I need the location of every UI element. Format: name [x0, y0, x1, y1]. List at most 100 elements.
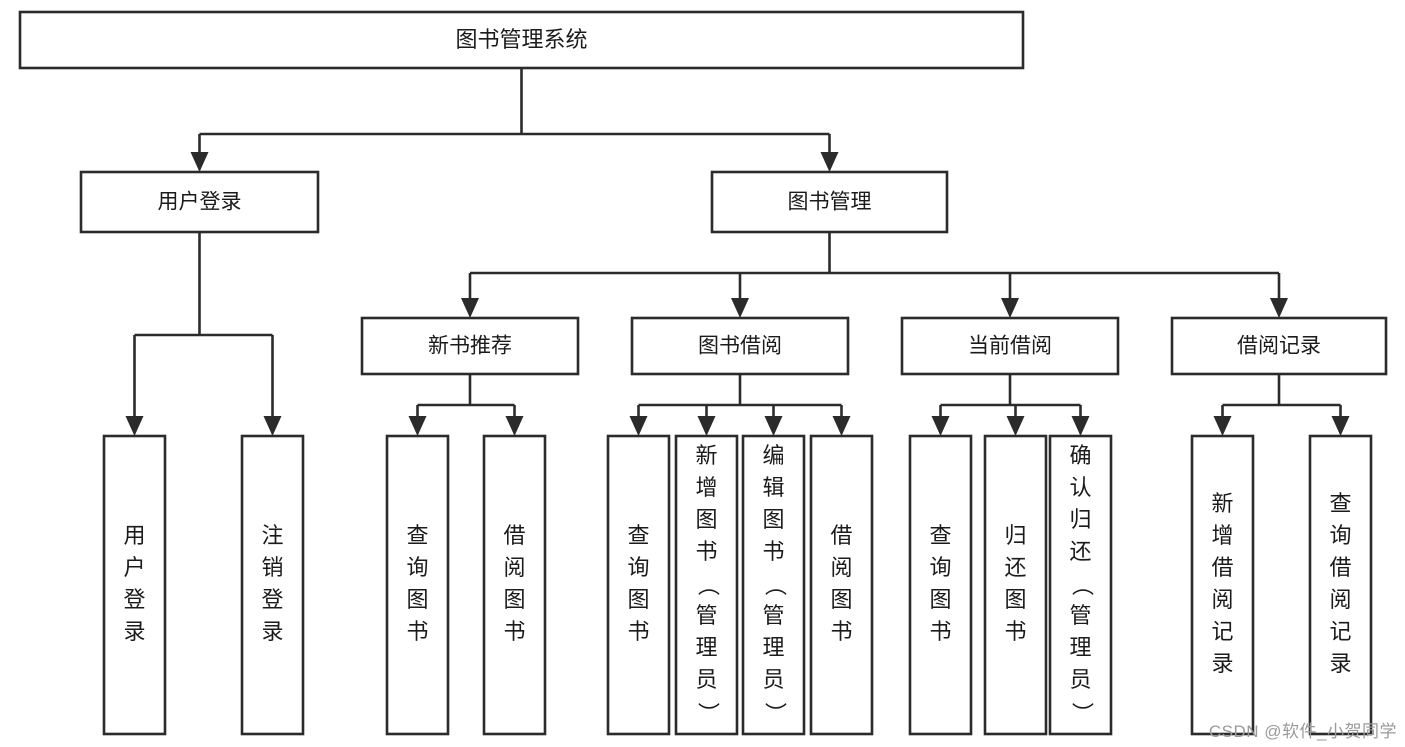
node-label-char: 归 [1069, 507, 1091, 532]
node-label-char: 录 [261, 619, 283, 644]
node-label-char: 借 [1329, 555, 1351, 580]
connector-arrow-icon [832, 416, 851, 436]
node-label-char: 管 [762, 603, 784, 628]
node-book-borrow[interactable]: 图书借阅 [630, 316, 850, 376]
node-label-char: 查 [929, 523, 951, 548]
node-label-char: 用 [123, 523, 145, 548]
connector-group-book-borrow [629, 374, 851, 436]
node-box[interactable] [1308, 434, 1373, 736]
node-box[interactable] [385, 434, 450, 736]
node-label-char: 阅 [1329, 587, 1351, 612]
node-label-char: 阅 [830, 555, 852, 580]
node-label-char: 管 [1069, 603, 1091, 628]
node-label-char: 图 [762, 507, 784, 532]
node-label-char: 图 [695, 507, 717, 532]
node-box[interactable] [741, 434, 806, 736]
node-label-char: 归 [1004, 523, 1026, 548]
node-box[interactable] [1048, 434, 1113, 736]
node-box[interactable] [809, 434, 874, 736]
connector-group-root [190, 68, 839, 172]
node-label-char: 还 [1069, 539, 1091, 564]
node-box[interactable] [1190, 434, 1255, 736]
connector-arrow-icon [820, 152, 839, 172]
node-label-char: ） [763, 702, 788, 724]
node-box[interactable] [240, 434, 305, 736]
connector-arrow-icon [931, 416, 950, 436]
connector-arrow-icon [1270, 298, 1288, 318]
node-box[interactable] [18, 10, 1025, 70]
node-label-char: 员 [695, 667, 717, 692]
node-label-char: 增 [1211, 523, 1233, 548]
node-box[interactable] [79, 170, 320, 234]
node-box[interactable] [1170, 316, 1388, 376]
node-box[interactable] [674, 434, 739, 736]
node-label-char: 书 [695, 539, 717, 564]
node-label-char: 书 [1004, 619, 1026, 644]
node-label-char: 记 [1211, 619, 1233, 644]
connector-arrow-icon [1071, 416, 1090, 436]
connector-group-new-book-recommend [408, 374, 524, 436]
connector-arrow-icon [1213, 416, 1232, 436]
node-current-borrow[interactable]: 当前借阅 [900, 316, 1120, 376]
node-label-char: （ [696, 574, 721, 596]
node-label-char: 图 [627, 587, 649, 612]
node-book-manage[interactable]: 图书管理 [710, 170, 949, 234]
node-label: 图书管理 [788, 191, 872, 214]
node-box[interactable] [983, 434, 1048, 736]
node-label-char: 编 [762, 443, 784, 468]
node-user-login[interactable]: 用户登录 [79, 170, 320, 234]
node-label-char: 书 [406, 619, 428, 644]
node-box[interactable] [606, 434, 671, 736]
node-box[interactable] [482, 434, 547, 736]
node-label-char: 书 [830, 619, 852, 644]
node-box[interactable] [908, 434, 973, 736]
node-box[interactable] [630, 316, 850, 376]
node-label-char: （ [763, 574, 788, 596]
connector-arrow-icon [505, 416, 524, 436]
node-root[interactable]: 图书管理系统 [18, 10, 1025, 70]
node-leaf-user-login[interactable]: 用户登录 [102, 434, 167, 736]
node-label-char: 图 [503, 587, 525, 612]
node-borrow-record[interactable]: 借阅记录 [1170, 316, 1388, 376]
connector-arrow-icon [697, 416, 716, 436]
node-box[interactable] [360, 316, 580, 376]
node-new-book-recommend[interactable]: 新书推荐 [360, 316, 580, 376]
node-box[interactable] [102, 434, 167, 736]
node-box[interactable] [710, 170, 949, 234]
node-label-char: 查 [406, 523, 428, 548]
connector-arrow-icon [125, 416, 144, 436]
connector-arrow-icon [461, 298, 479, 318]
connector-group-borrow-record [1213, 374, 1350, 436]
node-label-char: 辑 [762, 475, 784, 500]
node-box[interactable] [900, 316, 1120, 376]
node-label-char: 登 [261, 587, 283, 612]
node-label-char: 录 [123, 619, 145, 644]
node-label-char: 管 [695, 603, 717, 628]
connector-group-user-login [125, 232, 282, 436]
node-label-char: 询 [1329, 523, 1351, 548]
node-label: 图书借阅 [698, 335, 782, 358]
node-label-char: 登 [123, 587, 145, 612]
node-label-char: 阅 [503, 555, 525, 580]
node-label: 图书管理系统 [455, 27, 587, 52]
node-label-char: 新 [1211, 491, 1233, 516]
